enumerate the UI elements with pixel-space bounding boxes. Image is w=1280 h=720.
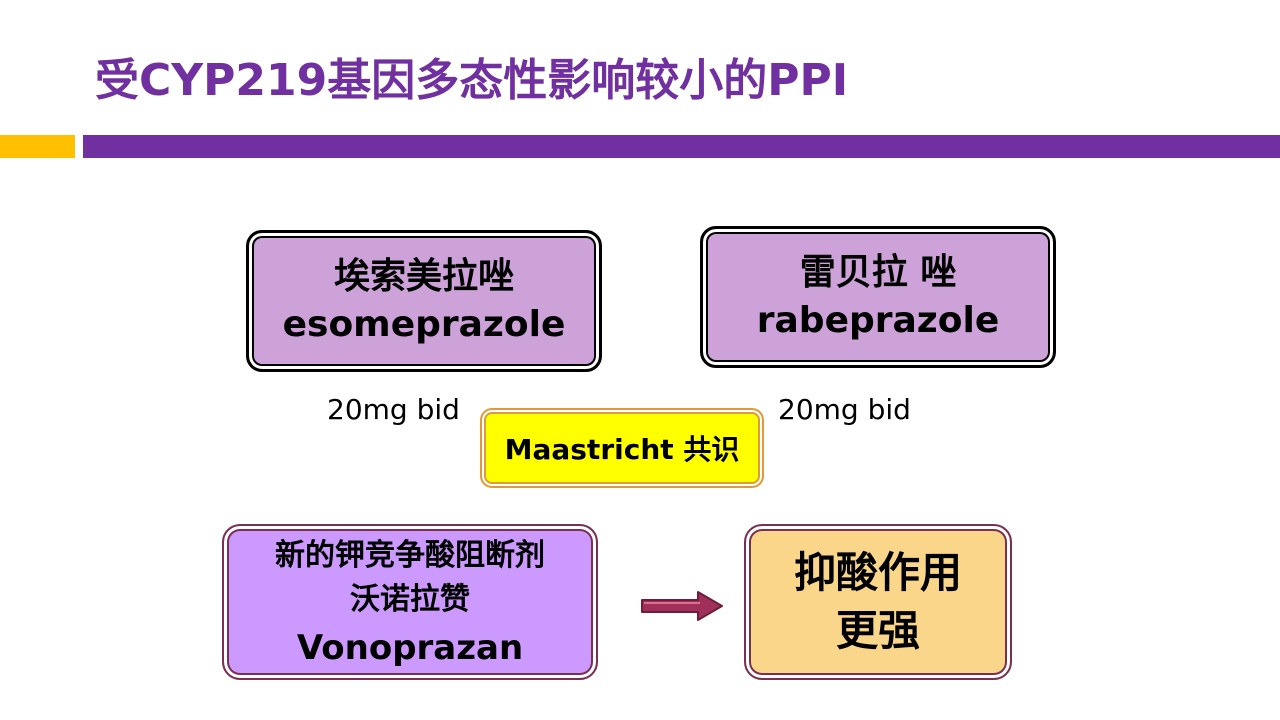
maastricht-consensus-box: Maastricht 共识 <box>480 408 764 488</box>
vonoprazan-box: 新的钾竞争酸阻断剂 沃诺拉赞 Vonoprazan <box>222 524 598 680</box>
title-accent-bar-purple <box>83 135 1280 158</box>
esomeprazole-en-label: esomeprazole <box>282 304 566 345</box>
effect-line2: 更强 <box>835 606 920 655</box>
vonoprazan-line3: Vonoprazan <box>296 628 524 668</box>
vonoprazan-line1: 新的钾竞争酸阻断剂 <box>275 538 545 573</box>
vonoprazan-line2: 沃诺拉赞 <box>350 582 470 617</box>
effect-line1: 抑酸作用 <box>793 548 962 597</box>
rabeprazole-en-label: rabeprazole <box>756 300 1000 341</box>
rabeprazole-cn-label: 雷贝拉 唑 <box>799 252 957 293</box>
right-arrow-icon <box>641 591 723 621</box>
rabeprazole-dose: 20mg bid <box>778 393 911 426</box>
rabeprazole-box: 雷贝拉 唑 rabeprazole <box>700 226 1056 368</box>
esomeprazole-cn-label: 埃索美拉唑 <box>333 256 514 297</box>
maastricht-label: Maastricht 共识 <box>504 433 740 466</box>
stronger-acid-suppression-box: 抑酸作用 更强 <box>744 524 1012 680</box>
title-accent-bar-orange <box>0 135 75 158</box>
page-title: 受CYP219基因多态性影响较小的PPI <box>95 55 849 106</box>
esomeprazole-dose: 20mg bid <box>327 393 460 426</box>
esomeprazole-box: 埃索美拉唑 esomeprazole <box>246 230 602 372</box>
